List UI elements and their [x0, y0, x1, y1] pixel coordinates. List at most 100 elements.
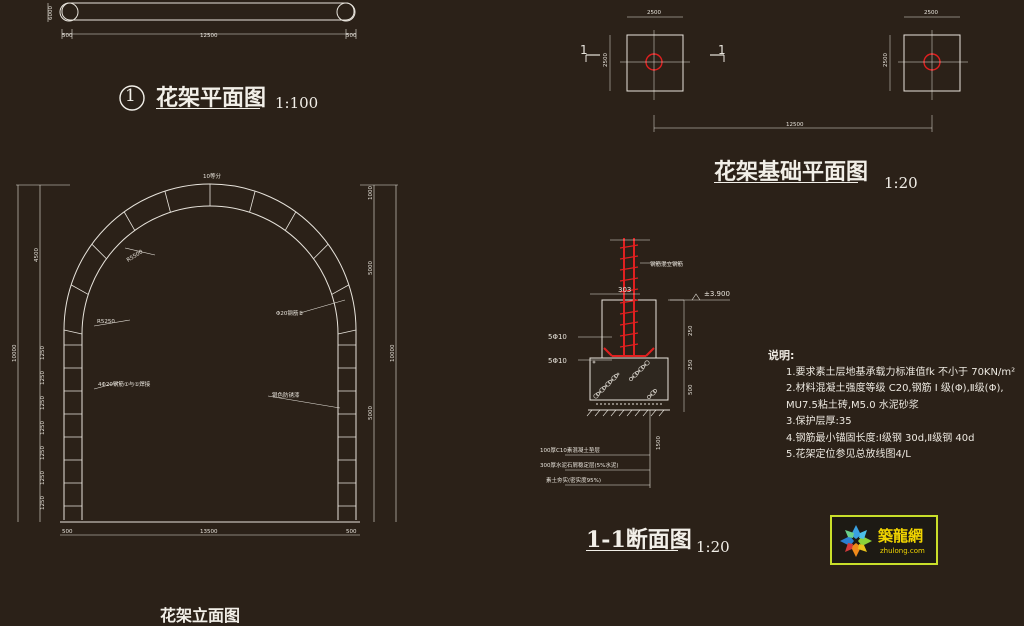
plan-view — [47, 2, 357, 39]
section-column-note: 钢筋混立钢筋 — [650, 260, 684, 268]
elev-division: 10等分 — [203, 172, 221, 180]
section-pier — [601, 299, 657, 359]
elev-radius-inner: R5250 — [97, 319, 115, 325]
concrete-aggregate — [641, 365, 645, 369]
concrete-aggregate — [632, 372, 638, 378]
elev-bottom-left: 500 — [62, 529, 73, 535]
plan-dim-total: 12500 — [200, 33, 218, 39]
foundation-dim-width-left: 2500 — [647, 10, 661, 16]
section-title: 1-1断面图 — [586, 527, 692, 553]
concrete-aggregate — [605, 381, 611, 387]
bay-spacing-label: 1250 — [40, 471, 46, 485]
soil-hatch — [586, 409, 593, 417]
column-stirrup — [619, 299, 639, 304]
concrete-aggregate — [596, 392, 600, 396]
concrete-aggregate — [616, 372, 620, 376]
arch-rib — [63, 329, 83, 335]
note-item: MU7.5粘土砖,M5.0 水泥砂浆 — [786, 399, 919, 411]
section-dim-c: 500 — [688, 384, 694, 395]
section-elevation: ±3.900 — [704, 290, 730, 298]
concrete-aggregate — [611, 375, 617, 381]
elev-left-total: 10000 — [12, 344, 18, 362]
plan-dim-left: 500 — [62, 33, 73, 39]
column-stirrup — [619, 310, 639, 315]
elev-bottom-total: 13500 — [200, 529, 218, 535]
elev-bottom-right: 500 — [346, 529, 357, 535]
section-dim-d: 1500 — [656, 436, 662, 450]
concrete-aggregate — [608, 380, 612, 384]
soil-hatch — [618, 409, 625, 417]
plan-left-post — [59, 2, 79, 22]
section-cut-right: 1 — [718, 43, 726, 57]
column-stirrup — [619, 277, 639, 282]
arch-rib — [70, 284, 89, 295]
note-item: 4.钢筋最小锚固长度:Ⅰ级钢 30d,Ⅱ级钢 40d — [786, 432, 975, 444]
logo-url: zhulong.com — [880, 547, 925, 555]
section-cut-left: 1 — [580, 43, 588, 57]
concrete-aggregate — [614, 374, 618, 378]
section-dim-b: 250 — [688, 359, 694, 370]
soil-hatch — [650, 409, 657, 417]
concrete-aggregate — [599, 387, 605, 393]
plan-dim-side: 6000 — [48, 6, 54, 20]
arch-rib — [164, 191, 171, 213]
note-item: 5.花架定位参见总放线图4/L — [786, 449, 911, 460]
section-rebar-a: 5Φ10 — [548, 333, 567, 341]
section-layer-3: 素土夯实(密实度95%) — [546, 476, 601, 484]
elev-right-top: 1000 — [368, 186, 374, 200]
arch-rib — [337, 329, 357, 335]
note-item: 3.保护层厚:35 — [786, 416, 852, 427]
elev-paint: 银色防锈漆 — [272, 391, 300, 399]
elev-rebar-top: Φ20钢筋② — [276, 309, 303, 317]
plan-number: 1 — [125, 86, 136, 106]
column-stirrup — [619, 266, 639, 271]
footing-left — [626, 34, 684, 92]
foundation-title: 花架基础平面图 — [714, 159, 869, 185]
elevation-title: 花架立面图 — [160, 606, 241, 625]
section-width: 303 — [618, 286, 631, 294]
column-stirrup — [619, 332, 639, 337]
concrete-aggregate — [650, 390, 656, 396]
arch-rib — [249, 191, 256, 213]
arch-outer — [63, 183, 357, 520]
plan-right-post — [336, 2, 356, 22]
note-item: 2.材料混凝土强度等级 C20,钢筋 Ⅰ 级(Φ),Ⅱ级(Φ), — [786, 383, 1004, 394]
concrete-aggregate — [593, 393, 599, 399]
concrete-aggregate — [644, 360, 650, 366]
foundation-dim-width-right: 2500 — [924, 10, 938, 16]
foundation-plan — [585, 16, 968, 132]
elev-right-total: 10000 — [390, 344, 396, 362]
arch-rib — [331, 284, 350, 295]
soil-hatch — [602, 409, 609, 417]
section-rebar-b: 5Φ10 — [548, 357, 567, 365]
column-stirrup — [619, 321, 639, 326]
section-view — [565, 238, 730, 488]
soil-hatch — [658, 409, 665, 417]
section-footing — [589, 357, 669, 401]
bay-spacing-label: 1250 — [40, 371, 46, 385]
column-stirrup — [619, 288, 639, 293]
bay-spacing-label: 1250 — [40, 496, 46, 510]
dimension-text-layer: 12500 500 500 6000 2500 2500 2500 2500 1… — [12, 6, 938, 535]
elev-left-upper: 4500 — [34, 248, 40, 262]
section-layer-2: 300厚水泥石屑稳定层(5%水泥) — [540, 461, 619, 469]
plan-title: 花架平面图 — [156, 85, 267, 111]
column-stirrup — [619, 255, 639, 260]
bay-spacing-label: 1250 — [40, 446, 46, 460]
foundation-dim-height-left: 2500 — [603, 53, 609, 67]
arch-rib — [91, 243, 107, 260]
elev-right-lower: 5000 — [368, 406, 374, 420]
concrete-aggregate — [592, 360, 596, 364]
plan-number-circle — [119, 85, 145, 111]
section-scale: 1:20 — [696, 538, 730, 556]
column-stirrup — [619, 244, 639, 249]
elev-right-upper: 5000 — [368, 261, 374, 275]
arch-rib — [123, 211, 136, 231]
foundation-dim-span: 12500 — [786, 122, 804, 128]
plan-scale: 1:100 — [275, 94, 319, 112]
concrete-aggregate — [647, 395, 651, 399]
drawing-canvas: 12500 500 500 6000 2500 2500 2500 2500 1… — [12, 2, 968, 536]
soil-hatch — [594, 409, 601, 417]
concrete-aggregate — [653, 389, 657, 393]
logo-flower-icon — [840, 525, 872, 557]
